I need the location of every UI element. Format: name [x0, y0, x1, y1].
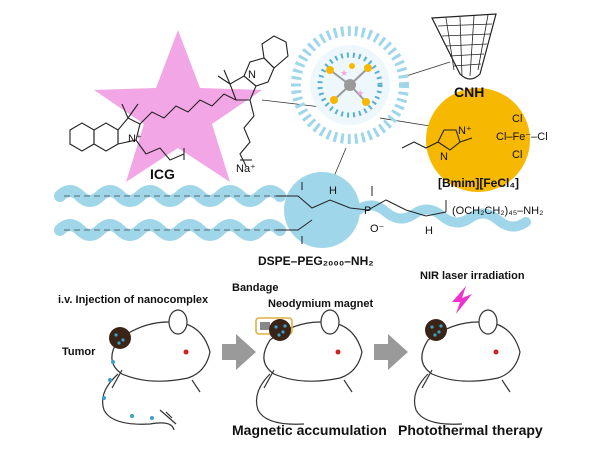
arrow-2-icon	[374, 334, 408, 370]
fe-ionic-liquid-circle	[426, 88, 530, 192]
label-tumor: Tumor	[62, 346, 96, 358]
fecl-cl-top: Cl	[512, 113, 522, 125]
amide-h: H	[425, 225, 433, 237]
nanocomplex: ★ ★	[291, 26, 409, 144]
mouse-3-eye	[493, 349, 499, 355]
phosphate-p: P	[364, 205, 371, 217]
dspe-peg-lipid	[54, 172, 531, 248]
mouse-2-eye	[335, 349, 341, 355]
glycerol-h: H	[329, 185, 337, 197]
icg-n-plus: N⁺	[128, 133, 142, 145]
label-magnet: Neodymium magnet	[268, 298, 374, 310]
label-icg: ICG	[150, 166, 175, 182]
icg-na: Na⁺	[236, 163, 256, 175]
svg-text:★: ★	[356, 88, 364, 98]
mouse-1	[102, 309, 211, 431]
bmim-n: N	[440, 151, 448, 163]
mouse-3-particles	[430, 324, 443, 337]
callout-cnh	[399, 61, 451, 79]
syringe-icon	[159, 409, 177, 425]
magnet-block-icon	[260, 322, 270, 330]
icg-n: N	[248, 69, 256, 81]
fecl-cl-bottom: Cl	[512, 149, 522, 161]
callout-fe	[379, 117, 431, 127]
cnh-cone	[431, 13, 497, 80]
label-bandage: Bandage	[232, 282, 279, 294]
label-cnh: CNH	[454, 84, 485, 100]
icg-star-shape	[94, 30, 262, 182]
label-injection: i.v. Injection of nanocomplex	[58, 294, 209, 306]
mouse-3	[413, 309, 521, 425]
fecl-center: Cl–Fe⁻–Cl	[496, 131, 548, 143]
bmim-structure	[401, 129, 473, 151]
mouse-1-particles	[102, 333, 154, 420]
label-ionic-liquid: [Bmim][FeCl₄]	[438, 176, 520, 190]
label-dspe-peg: DSPE–PEG₂₀₀₀–NH₂	[258, 254, 374, 268]
laser-bolt-icon	[452, 286, 472, 314]
label-photothermal-therapy: Photothermal therapy	[398, 422, 543, 438]
mouse-2-particles	[274, 324, 287, 337]
mouse-1-eye	[183, 349, 189, 355]
mouse-3-tumor	[425, 319, 447, 341]
bmim-n-plus: N⁺	[458, 125, 472, 137]
mouse-1-tumor	[109, 327, 131, 349]
peg-chain-text: (OCH₂CH₂)₄₅–NH₂	[452, 205, 543, 217]
svg-text:★: ★	[340, 68, 348, 78]
icg-molecule	[69, 35, 289, 167]
phosphate-o-minus: O⁻	[370, 223, 385, 235]
label-magnetic-accumulation: Magnetic accumulation	[232, 422, 387, 438]
arrow-1-icon	[222, 334, 256, 370]
mouse-2-tumor	[269, 319, 291, 341]
label-laser: NIR laser irradiation	[420, 270, 525, 282]
